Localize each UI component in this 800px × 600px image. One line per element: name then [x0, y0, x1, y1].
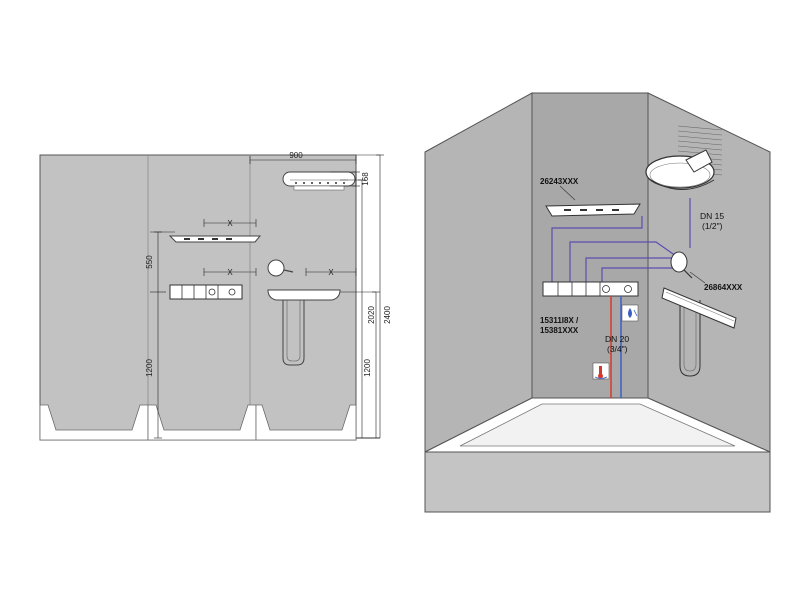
overhead-shower-front — [282, 171, 356, 191]
side-wall-left — [424, 92, 533, 453]
label-dn15-1: DN 15 — [700, 211, 724, 221]
dimension-lines — [150, 154, 384, 439]
dimension-labels: 900 168 X X X 550 1200 1200 2020 2400 — [145, 151, 392, 377]
handshower-set-perspective — [661, 251, 737, 377]
dim-168: 168 — [361, 172, 370, 186]
bathtub-middle — [147, 404, 257, 441]
perspective-view: 26243XXX 15311I8X / 15381XXX 26864XXX DN… — [424, 92, 771, 513]
back-wall — [531, 92, 649, 399]
cold-water-symbol — [621, 304, 639, 322]
leader-lines — [559, 185, 706, 284]
handshower-set-front — [267, 259, 341, 366]
hot-water-symbol — [592, 362, 610, 380]
label-thermostat-code-1: 15311I8X / — [540, 316, 579, 325]
side-wall-right — [647, 92, 771, 453]
label-dn15-2: (1/2") — [702, 221, 723, 231]
shelf-perspective-upper — [545, 203, 641, 217]
dim-2020: 2020 — [367, 306, 376, 324]
label-dn20-1: DN 20 — [605, 334, 629, 344]
dim-x-middle: X — [227, 268, 233, 277]
bathtub-left — [39, 404, 149, 441]
dim-900: 900 — [289, 151, 303, 160]
label-overhead-code: 26243XXX — [540, 177, 579, 186]
shelf-upper — [168, 235, 262, 243]
supply-pipes — [610, 296, 622, 398]
label-thermostat-code-2: 15381XXX — [540, 326, 579, 335]
dim-x-upper: X — [227, 219, 233, 228]
dim-1200-left: 1200 — [145, 359, 154, 377]
dim-1200-right: 1200 — [363, 359, 372, 377]
connection-pipes — [551, 198, 691, 282]
bathtub-right — [255, 404, 357, 441]
dim-550: 550 — [145, 255, 154, 269]
overhead-shower-perspective — [645, 149, 715, 190]
bathtub-perspective — [424, 397, 771, 513]
label-shower-set-code: 26864XXX — [704, 283, 743, 292]
front-elevation: 900 168 X X X 550 1200 1200 2020 2400 — [39, 151, 392, 441]
perspective-labels: 26243XXX 15311I8X / 15381XXX 26864XXX DN… — [540, 177, 743, 354]
dim-2400: 2400 — [383, 306, 392, 324]
bathtubs — [39, 404, 357, 441]
thermostat-perspective — [542, 281, 639, 297]
thermostat-front — [169, 284, 243, 300]
label-dn20-2: (3/4") — [607, 344, 628, 354]
dim-x-right: X — [328, 268, 334, 277]
